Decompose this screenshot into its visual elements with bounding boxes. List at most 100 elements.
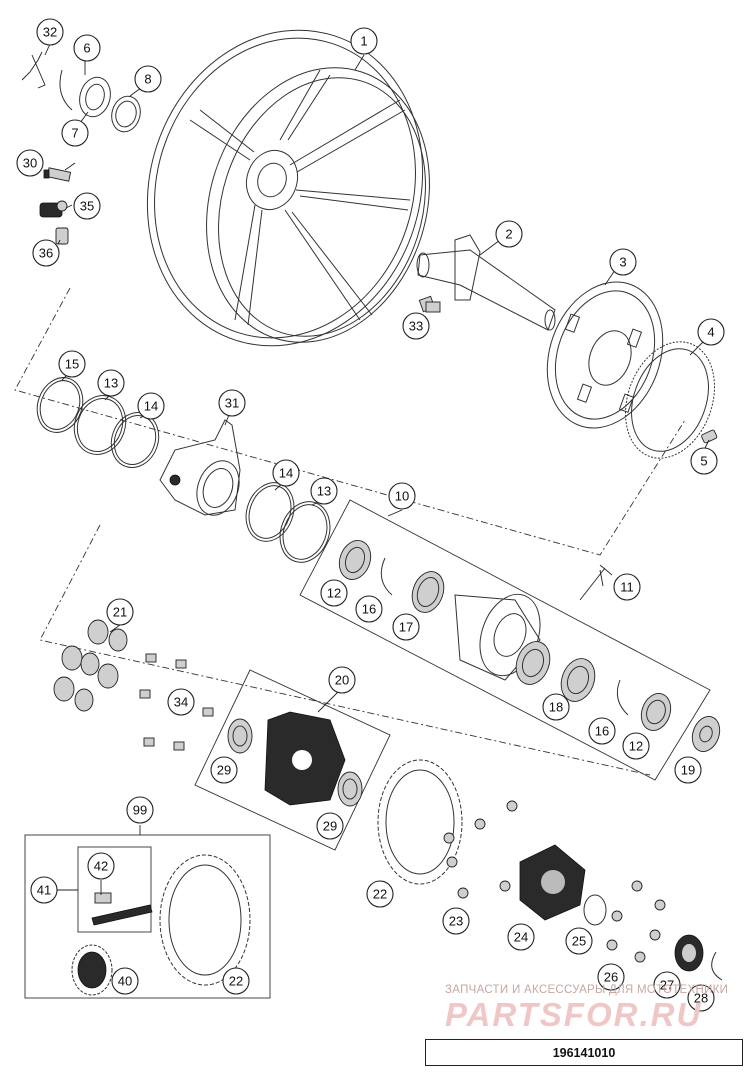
callout-18: 18 xyxy=(542,693,570,721)
drawing-number-box: 196141010 xyxy=(425,1039,743,1066)
callout-1: 1 xyxy=(350,27,378,55)
svg-text:20: 20 xyxy=(335,673,349,688)
svg-text:8: 8 xyxy=(144,72,151,87)
circlip xyxy=(59,69,73,111)
callout-6: 6 xyxy=(73,34,101,62)
wire-clip xyxy=(21,51,46,89)
callout-26: 26 xyxy=(597,963,625,991)
callout-22a: 22 xyxy=(366,880,394,908)
svg-text:30: 30 xyxy=(23,156,37,171)
callout-27: 27 xyxy=(653,971,681,999)
screw xyxy=(701,429,718,444)
small-bolts xyxy=(139,653,214,751)
lock-nut xyxy=(674,934,704,972)
rear-sprocket-kit xyxy=(159,854,251,986)
rear-wheel-rim xyxy=(146,29,430,347)
callout-19: 19 xyxy=(674,756,702,784)
chain-sub-box xyxy=(77,846,152,933)
seal-ring xyxy=(79,76,111,118)
svg-text:14: 14 xyxy=(144,399,158,414)
callout-42: 42 xyxy=(87,852,115,880)
callout-14b: 14 xyxy=(272,459,300,487)
svg-text:33: 33 xyxy=(409,319,423,334)
watermark-logo: PARTSFOR.RU xyxy=(445,996,703,1033)
chain-kit-box xyxy=(24,834,271,999)
callout-13b: 13 xyxy=(310,477,338,505)
svg-text:35: 35 xyxy=(80,199,94,214)
svg-text:27: 27 xyxy=(660,978,674,993)
spacer-ring xyxy=(111,95,141,133)
svg-text:17: 17 xyxy=(399,620,413,635)
drawing-number: 196141010 xyxy=(552,1045,616,1060)
chain xyxy=(91,892,153,926)
svg-text:1: 1 xyxy=(360,34,367,49)
callout-34: 34 xyxy=(167,688,195,716)
nut-33 xyxy=(425,301,441,313)
svg-text:16: 16 xyxy=(595,724,609,739)
svg-text:22: 22 xyxy=(229,974,243,989)
svg-text:21: 21 xyxy=(113,605,127,620)
callout-41: 41 xyxy=(30,876,58,904)
callout-4: 4 xyxy=(697,318,725,346)
valve xyxy=(43,167,72,182)
callout-14a: 14 xyxy=(137,392,165,420)
callout-8: 8 xyxy=(134,65,162,93)
svg-text:4: 4 xyxy=(707,325,714,340)
svg-text:19: 19 xyxy=(681,763,695,778)
callout-5: 5 xyxy=(690,447,718,475)
callout-31: 31 xyxy=(218,389,246,417)
svg-text:12: 12 xyxy=(327,586,341,601)
circlip xyxy=(711,951,723,981)
svg-text:12: 12 xyxy=(629,739,643,754)
callout-11: 11 xyxy=(613,573,641,601)
callout-29b: 29 xyxy=(316,812,344,840)
callout-15: 15 xyxy=(58,350,86,378)
svg-text:15: 15 xyxy=(65,357,79,372)
callout-12a: 12 xyxy=(320,579,348,607)
callout-99: 99 xyxy=(126,796,154,824)
callout-20: 20 xyxy=(328,666,356,694)
callout-2: 2 xyxy=(495,220,523,248)
svg-text:41: 41 xyxy=(37,883,51,898)
svg-text:3: 3 xyxy=(619,255,626,270)
nuts-26 xyxy=(606,880,666,963)
callout-24: 24 xyxy=(507,923,535,951)
svg-text:34: 34 xyxy=(174,695,188,710)
callout-10: 10 xyxy=(388,482,416,510)
valve-nut xyxy=(39,200,68,218)
svg-text:42: 42 xyxy=(94,859,108,874)
callout-7: 7 xyxy=(61,119,89,147)
svg-text:16: 16 xyxy=(362,602,376,617)
callout-28: 28 xyxy=(687,984,715,1012)
sensor-ring xyxy=(625,341,715,459)
svg-text:25: 25 xyxy=(572,934,586,949)
svg-text:7: 7 xyxy=(71,126,78,141)
dashed-outline-lower xyxy=(39,524,651,776)
valve-cap xyxy=(55,227,69,245)
brake-disc xyxy=(546,281,664,429)
group-box-10 xyxy=(299,499,711,781)
svg-text:99: 99 xyxy=(133,803,147,818)
svg-text:29: 29 xyxy=(323,819,337,834)
svg-text:22: 22 xyxy=(373,887,387,902)
callout-16b: 16 xyxy=(588,717,616,745)
svg-text:24: 24 xyxy=(514,930,528,945)
callout-16a: 16 xyxy=(355,595,383,623)
svg-text:14: 14 xyxy=(279,466,293,481)
nuts xyxy=(443,800,518,899)
svg-text:23: 23 xyxy=(449,914,463,929)
callout-21: 21 xyxy=(106,598,134,626)
svg-text:32: 32 xyxy=(43,25,57,40)
washer xyxy=(583,894,607,926)
svg-text:13: 13 xyxy=(317,484,331,499)
bolt xyxy=(579,564,613,601)
dashed-outline-upper xyxy=(14,287,686,556)
callout-36: 36 xyxy=(32,239,60,267)
rear-sprocket xyxy=(377,759,463,885)
svg-text:36: 36 xyxy=(39,246,53,261)
callout-33: 33 xyxy=(402,312,430,340)
svg-text:31: 31 xyxy=(225,396,239,411)
svg-text:6: 6 xyxy=(83,41,90,56)
